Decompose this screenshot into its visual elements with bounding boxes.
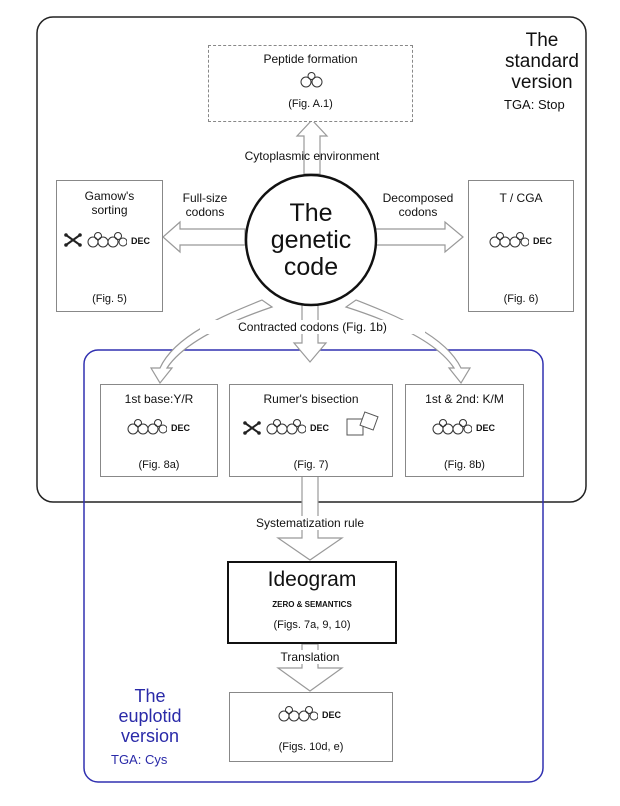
gamow-fig: (Fig. 5)	[92, 293, 127, 305]
center-line-1: The	[289, 199, 333, 227]
peptide-formation-box: Peptide formation (Fig. A.1)	[208, 45, 413, 122]
cytoplasmic-label: Cytoplasmic environment	[244, 149, 380, 163]
gamow-title-1: Gamow's	[84, 189, 135, 203]
decomposed-line-1: Decomposed	[382, 191, 454, 205]
ideogram-title: Ideogram	[267, 568, 357, 591]
gamow-title: Gamow's sorting	[57, 189, 162, 217]
tcga-fig: (Fig. 6)	[503, 293, 539, 305]
bisection-squares-icon	[346, 411, 379, 436]
euplotid-version-label: The euplotid version	[100, 686, 200, 746]
fullsize-line-2: codons	[185, 205, 225, 219]
gamow-title-2: sorting	[91, 203, 128, 217]
firstsecond-dec: DEC	[476, 423, 496, 433]
tcga-dec: DEC	[533, 236, 553, 246]
contracted-codons-label: Contracted codons (Fig. 1b)	[200, 320, 425, 334]
firstsecond-fig: (Fig. 8b)	[444, 459, 485, 471]
ideogram-subtitle: ZERO & SEMANTICS	[272, 600, 352, 609]
tetrahedron-icon	[64, 233, 82, 247]
cloverleaf-pair-icon	[127, 419, 167, 435]
standard-title-2: standard	[505, 51, 579, 72]
firstsecond-title: 1st & 2nd: K/M	[425, 392, 504, 406]
peptide-fig: (Fig. A.1)	[288, 98, 333, 110]
standard-version-label: The standard version	[492, 30, 592, 93]
genetic-code-circle	[244, 173, 378, 307]
euplotid-title-2: euplotid	[118, 706, 182, 726]
arrow-up-peptide	[295, 119, 329, 175]
standard-note: TGA: Stop	[504, 97, 565, 112]
translation-label: Translation	[250, 650, 370, 664]
euplotid-note: TGA: Cys	[111, 752, 168, 767]
rumer-fig: (Fig. 7)	[293, 459, 329, 471]
systematization-label: Systematization rule	[220, 516, 400, 530]
cloverleaf-pair-icon	[278, 706, 318, 722]
cloverleaf-icon	[300, 72, 323, 88]
euplotid-title-3: version	[120, 726, 180, 746]
cloverleaf-pair-icon	[432, 419, 472, 435]
firstbase-fig: (Fig. 8a)	[138, 459, 180, 471]
arrow-curve-firstbase	[149, 299, 274, 385]
decomposed-codons-label: Decomposed codons	[368, 191, 468, 219]
standard-title-1: The	[525, 30, 559, 51]
ideogram-box: Ideogram ZERO & SEMANTICS (Figs. 7a, 9, …	[227, 561, 397, 644]
rumer-title: Rumer's bisection	[263, 392, 359, 406]
tetrahedron-icon	[243, 421, 261, 435]
genetic-code-label: The genetic code	[246, 200, 376, 281]
gamow-sorting-box: Gamow's sorting DEC (Fig. 5)	[56, 180, 163, 312]
tcga-box: T / CGA DEC (Fig. 6)	[468, 180, 574, 312]
arrow-curve-firstsecond	[344, 299, 472, 385]
final-box: DEC (Figs. 10d, e)	[229, 692, 393, 762]
peptide-title: Peptide formation	[263, 52, 358, 66]
arrow-right-tcga	[373, 220, 464, 254]
arrow-left-gamow	[162, 220, 246, 254]
euplotid-title-1: The	[134, 686, 166, 706]
tcga-title: T / CGA	[499, 191, 543, 205]
decomposed-line-2: codons	[398, 205, 438, 219]
firstsecond-box: 1st & 2nd: K/M DEC (Fig. 8b)	[405, 384, 524, 477]
fullsize-line-1: Full-size	[182, 191, 228, 205]
firstbase-dec: DEC	[171, 423, 191, 433]
firstbase-box: 1st base:Y/R DEC (Fig. 8a)	[100, 384, 218, 477]
fullsize-codons-label: Full-size codons	[170, 191, 240, 219]
ideogram-fig: (Figs. 7a, 9, 10)	[273, 619, 351, 631]
cloverleaf-pair-icon	[266, 419, 306, 435]
final-dec: DEC	[322, 710, 342, 720]
cloverleaf-pair-icon	[489, 232, 529, 248]
firstbase-title: 1st base:Y/R	[124, 392, 194, 406]
rumer-box: Rumer's bisection DEC (Fig. 7)	[229, 384, 393, 477]
center-line-2: genetic	[270, 226, 352, 254]
gamow-dec: DEC	[131, 236, 151, 246]
standard-title-3: version	[511, 72, 573, 93]
cloverleaf-pair-icon	[87, 232, 127, 248]
rumer-dec: DEC	[310, 423, 330, 433]
center-line-3: code	[283, 253, 339, 281]
final-fig: (Figs. 10d, e)	[278, 741, 344, 753]
arrow-down-final	[276, 643, 344, 692]
